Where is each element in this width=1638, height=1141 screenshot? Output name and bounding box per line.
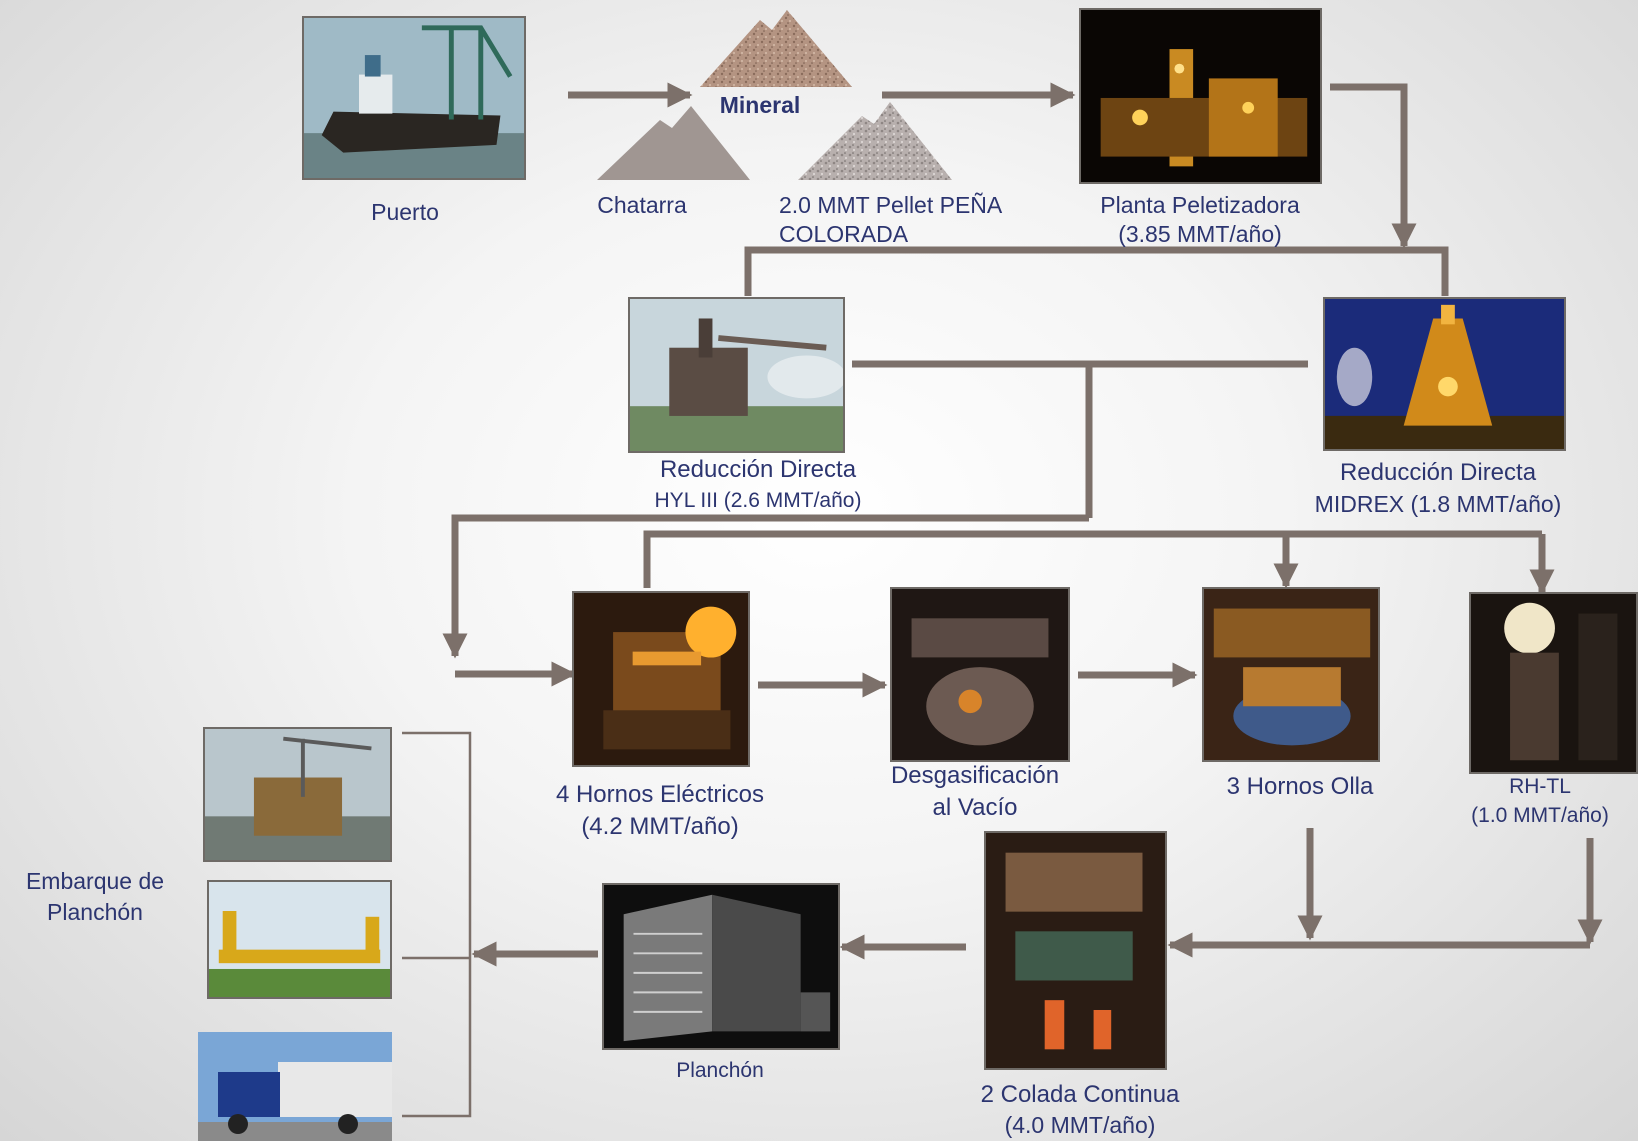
- pellet-label-line1: 2.0 MMT Pellet PEÑA: [779, 192, 1003, 218]
- peletizadora-image: [1079, 8, 1322, 184]
- pellet-pile-shape: [798, 102, 952, 180]
- hyl-label-line2: HYL III (2.6 MMT/año): [654, 489, 862, 512]
- chatarra-pile-shape: [597, 106, 750, 180]
- planchon-label: Planchón: [676, 1059, 764, 1082]
- peletizadora-label-line2: (3.85 MMT/año): [1118, 221, 1282, 247]
- mineral-pile-shape: [700, 10, 852, 87]
- colada-label-line1: 2 Colada Continua: [980, 1081, 1180, 1108]
- midrex-label-line2: MIDREX (1.8 MMT/año): [1314, 491, 1562, 517]
- hornos-olla-label: 3 Hornos Olla: [1226, 773, 1374, 800]
- embarque-camion-image: [198, 1032, 392, 1141]
- chatarra-label: Chatarra: [597, 192, 687, 218]
- puerto-label: Puerto: [371, 199, 439, 225]
- embarque-barco-image: [203, 727, 392, 862]
- embarque-tren-image: [207, 880, 392, 999]
- pellet-label-line2: COLORADA: [779, 221, 909, 247]
- colada-image: [984, 831, 1167, 1070]
- arrow-collector-left-down: [442, 514, 1089, 659]
- hornos-olla-image: [1202, 587, 1380, 762]
- peletizadora-label-line1: Planta Peletizadora: [1100, 192, 1300, 218]
- desgasificacion-image: [890, 587, 1070, 762]
- embarque-label-line2: Planchón: [47, 899, 143, 925]
- hornos-electricos-label-line1: 4 Hornos Eléctricos: [555, 781, 765, 808]
- connector-hornos-bus: [643, 530, 1542, 588]
- hyl-image: [628, 297, 845, 453]
- colada-label-line2: (4.0 MMT/año): [1004, 1112, 1156, 1138]
- rhtl-image: [1469, 592, 1638, 774]
- rhtl-label-line2: (1.0 MMT/año): [1471, 804, 1609, 827]
- embarque-label-line1: Embarque de: [25, 868, 165, 894]
- mineral-label: Mineral: [719, 92, 801, 118]
- desgasificacion-label-line2: al Vacío: [932, 794, 1018, 821]
- rhtl-label-line1: RH-TL: [1509, 775, 1571, 798]
- puerto-image: [302, 16, 526, 180]
- midrex-image: [1323, 297, 1566, 451]
- bracket-embarque: [402, 731, 472, 1118]
- planchon-image: [602, 883, 840, 1050]
- midrex-label-line1: Reducción Directa: [1339, 459, 1537, 486]
- hornos-electricos-image: [572, 591, 750, 767]
- hyl-label-line1: Reducción Directa: [659, 456, 857, 483]
- desgasificacion-label-line1: Desgasificación: [890, 762, 1060, 789]
- arrow-peletizadora-down: [1330, 83, 1417, 249]
- hornos-electricos-label-line2: (4.2 MMT/año): [581, 813, 739, 840]
- connector-top-bus: [744, 246, 1449, 296]
